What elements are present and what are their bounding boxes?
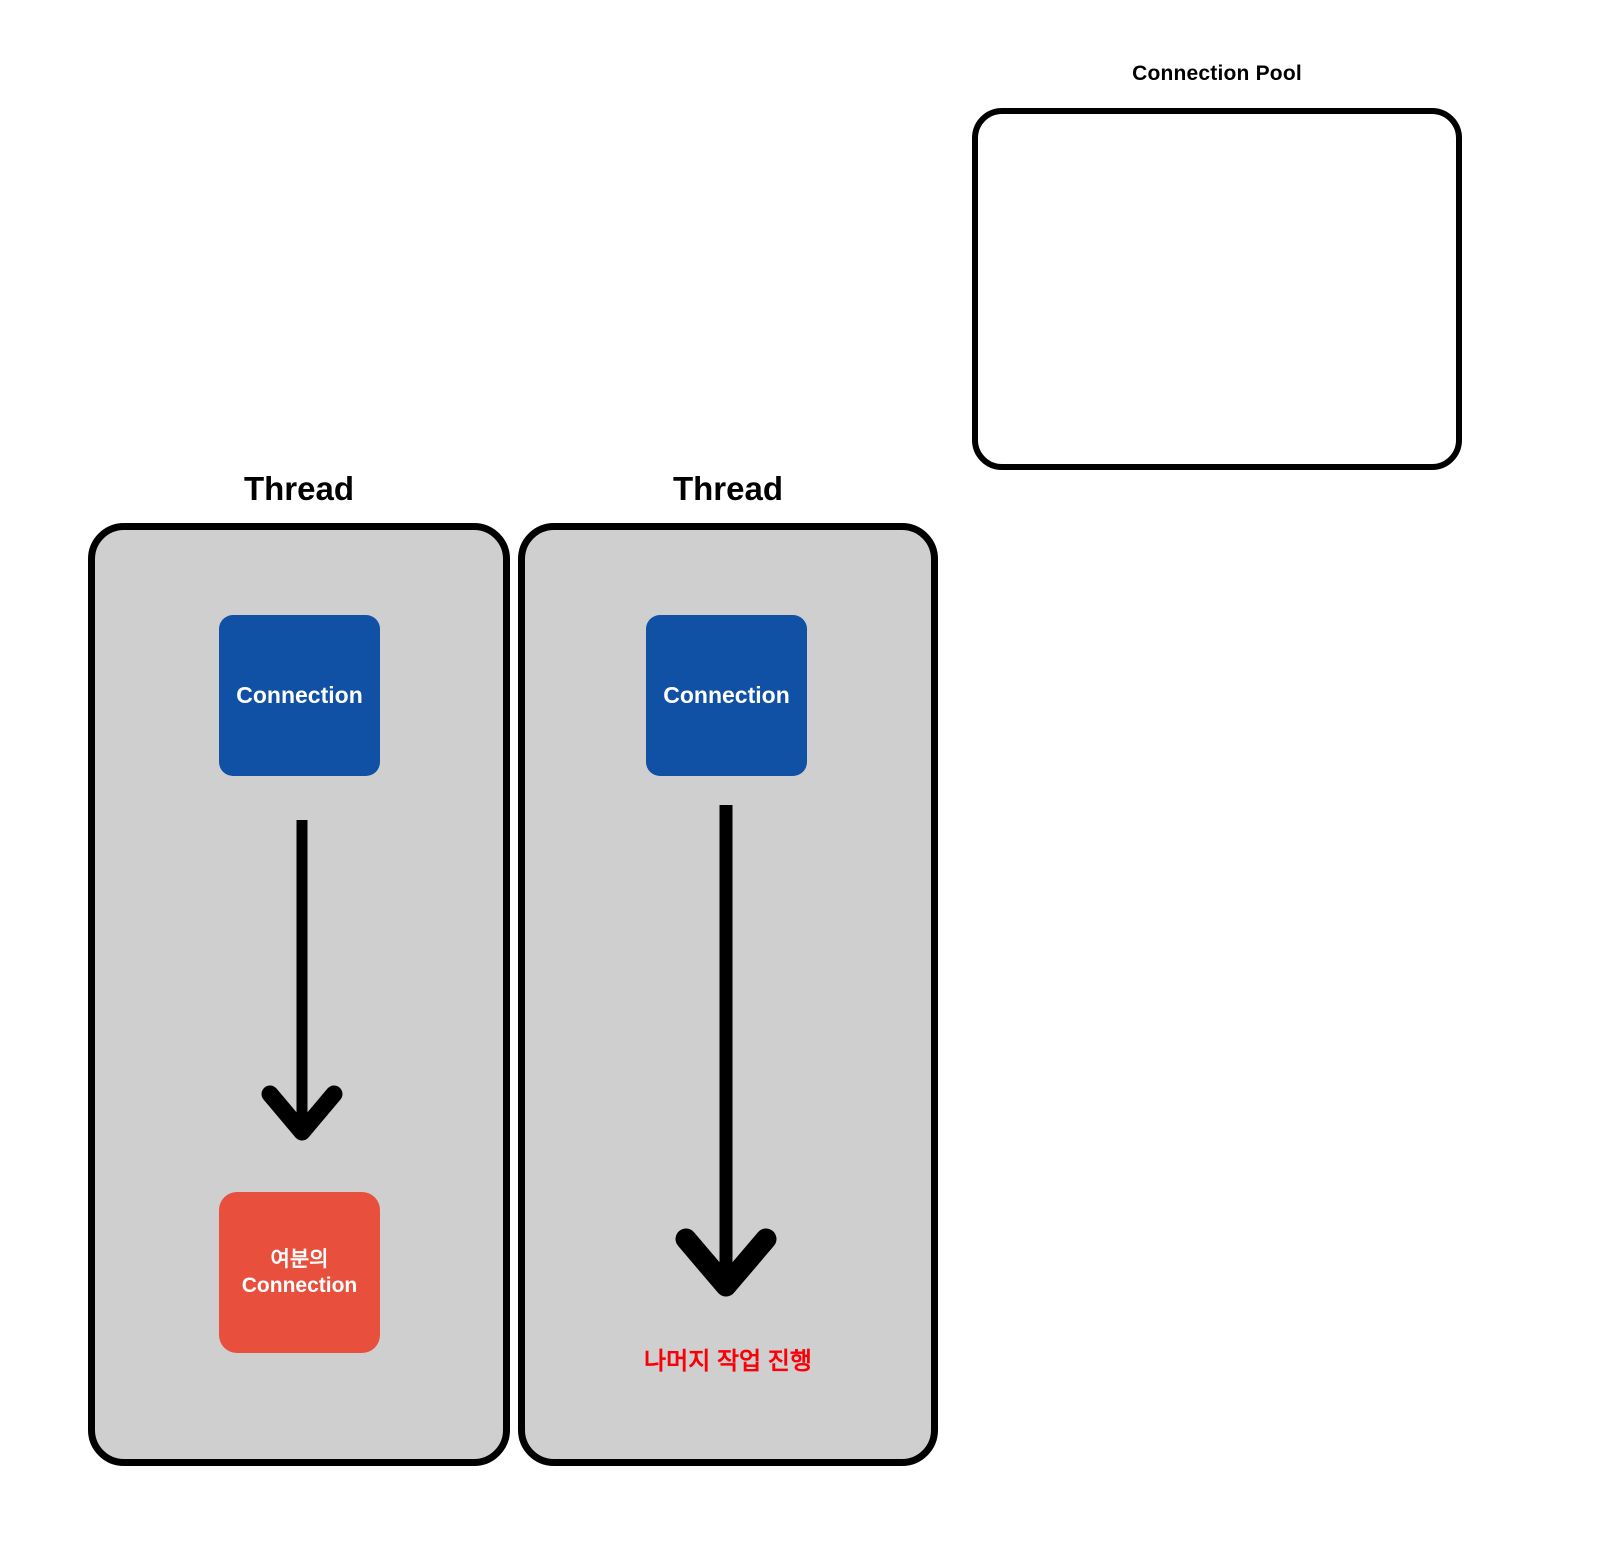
connection-pool-box[interactable] — [972, 108, 1462, 470]
thread-2-down-arrow-icon — [675, 805, 777, 1297]
extra-connection-line-2: Connection — [241, 1273, 358, 1297]
thread-2-connection-box[interactable]: Connection — [646, 615, 807, 776]
thread-2-label: Thread — [672, 470, 784, 507]
thread-1-extra-connection-box[interactable]: 여분의 Connection — [219, 1192, 380, 1353]
thread-1-extra-connection-label: 여분의 Connection — [242, 1247, 358, 1298]
thread-1-connection-box[interactable]: Connection — [219, 615, 380, 776]
thread-1-label: Thread — [243, 470, 355, 507]
thread-1-down-arrow-icon — [261, 820, 343, 1141]
thread-1-connection-label: Connection — [236, 682, 363, 709]
extra-connection-line-1: 여분의 — [270, 1247, 329, 1271]
connection-pool-title: Connection Pool — [1132, 62, 1302, 85]
thread-2-connection-label: Connection — [663, 682, 790, 709]
thread-2-remaining-work-note: 나머지 작업 진행 — [644, 1348, 812, 1375]
